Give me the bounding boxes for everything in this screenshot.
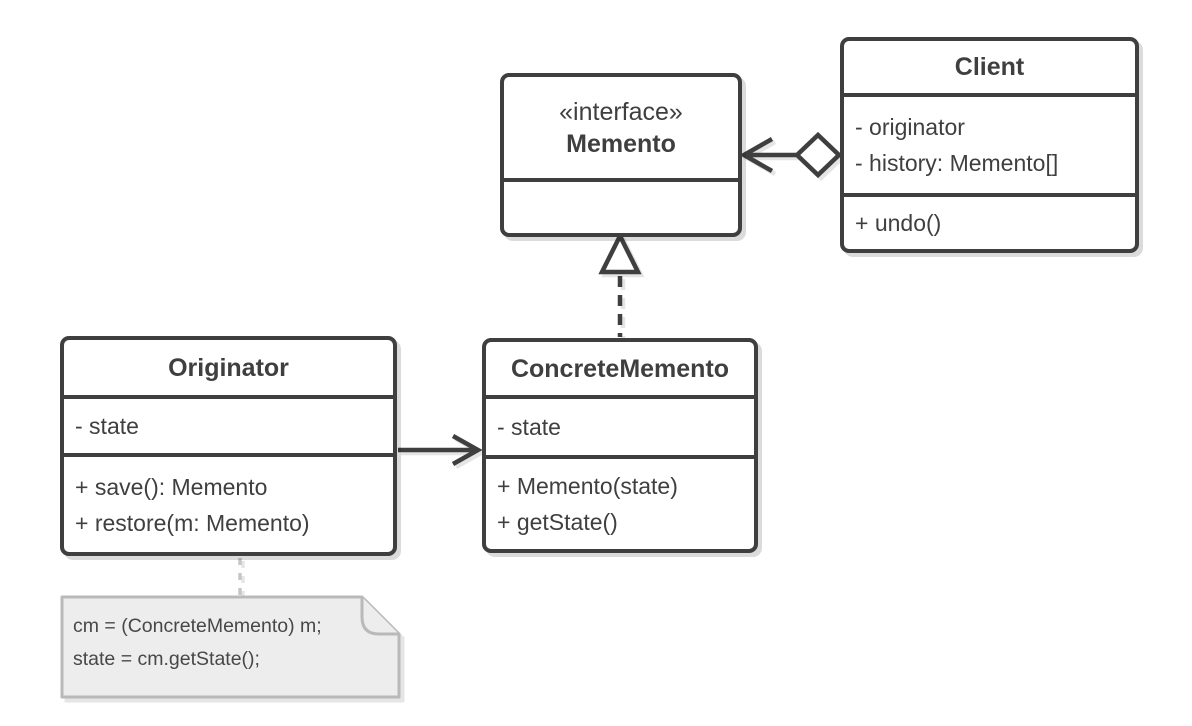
class-client-attributes: - originator - history: Memento[] xyxy=(844,93,1135,193)
class-concrete-memento-title: ConcreteMemento xyxy=(486,342,754,395)
note-shape-icon xyxy=(60,595,401,699)
attribute-line: - originator xyxy=(855,114,965,140)
class-originator-title: Originator xyxy=(64,340,393,395)
class-client-methods: + undo() xyxy=(844,193,1135,249)
association-connector xyxy=(398,434,483,466)
note-fold-icon xyxy=(360,597,399,636)
note-line: state = cm.getState(); xyxy=(73,648,260,670)
method-line: + undo() xyxy=(855,210,942,236)
class-name: Originator xyxy=(168,353,289,382)
class-originator: Originator - state + save(): Memento + r… xyxy=(60,336,397,556)
method-line: + save(): Memento xyxy=(75,473,268,500)
realization-connector xyxy=(598,230,642,337)
open-arrowhead-icon xyxy=(451,434,483,466)
class-name: Client xyxy=(954,53,1025,81)
aggregation-diamond-icon xyxy=(793,131,843,179)
class-concrete-memento-attributes: - state xyxy=(486,395,754,455)
class-concrete-memento-methods: + Memento(state) + getState() xyxy=(486,455,754,549)
stereotype-label: «interface» xyxy=(559,97,683,126)
class-name: ConcreteMemento xyxy=(510,354,730,383)
code-note: cm = (ConcreteMemento) m; state = cm.get… xyxy=(60,595,401,699)
note-line: cm = (ConcreteMemento) m; xyxy=(73,615,322,637)
class-concrete-memento: ConcreteMemento - state + Memento(state)… xyxy=(482,338,758,553)
class-originator-attributes: - state xyxy=(64,395,393,453)
class-client: Client - originator - history: Memento[]… xyxy=(840,37,1139,253)
realization-triangle-icon xyxy=(598,230,642,275)
method-line: + restore(m: Memento) xyxy=(75,509,310,536)
class-name: Memento xyxy=(566,129,676,158)
attribute-line: - history: Memento[] xyxy=(855,150,1059,176)
class-memento: «interface» Memento xyxy=(500,73,742,237)
note-text: cm = (ConcreteMemento) m; state = cm.get… xyxy=(73,610,322,676)
attribute-line: - state xyxy=(497,414,561,440)
class-originator-methods: + save(): Memento + restore(m: Memento) xyxy=(64,453,393,552)
class-memento-title: «interface» Memento xyxy=(504,77,738,178)
attribute-line: - state xyxy=(75,413,139,439)
aggregation-connector xyxy=(739,131,843,179)
open-arrowhead-icon xyxy=(739,137,774,173)
method-line: + getState() xyxy=(497,509,618,535)
class-memento-members-empty xyxy=(504,178,738,233)
method-line: + Memento(state) xyxy=(497,473,678,499)
class-client-title: Client xyxy=(844,41,1135,93)
